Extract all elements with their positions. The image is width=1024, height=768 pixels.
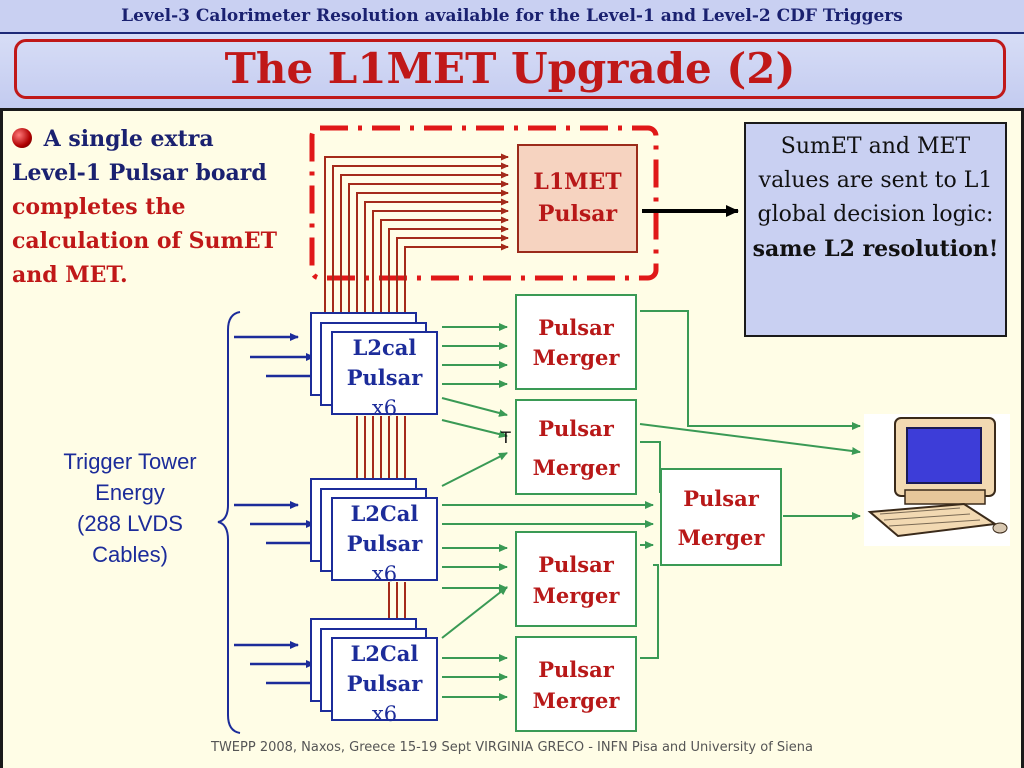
merger-4-line1: Pulsar [538, 552, 614, 577]
trigger-label-line2: Energy [95, 480, 165, 505]
merger-3-line2: Merger [677, 525, 765, 550]
board-3-line1: L2Cal [350, 641, 419, 666]
l2cal-pulsar-board-1: L2cal Pulsar x6 [331, 331, 438, 420]
pulsar-merger-3: Pulsar Merger [660, 468, 782, 566]
trigger-label-line4: Cables) [92, 542, 168, 567]
merger-3-line1: Pulsar [683, 486, 759, 511]
l1met-dashed-frame [309, 125, 659, 281]
bullet-part1: A single extra Level-1 Pulsar board [12, 126, 267, 186]
l2cal-pulsar-board-3: L2Cal Pulsar x6 [331, 637, 438, 726]
info-box-text: SumET and MET values are sent to L1 glob… [757, 134, 994, 227]
board-1-line1: L2cal [352, 335, 417, 360]
trigger-brace [217, 311, 241, 734]
pulsar-merger-4: Pulsar Merger [515, 531, 637, 627]
green-arrows [441, 310, 861, 701]
board-3-mult: x6 [371, 702, 398, 726]
info-box-bold: same L2 resolution! [752, 236, 999, 262]
top-banner: Level-3 Calorimeter Resolution available… [0, 0, 1024, 34]
board-3-line2: Pulsar [346, 671, 423, 696]
board-2-line2: Pulsar [346, 531, 423, 556]
bullet-text: A single extra Level-1 Pulsar board comp… [12, 122, 282, 292]
red-wires-to-l1met [324, 153, 509, 318]
top-banner-text: Level-3 Calorimeter Resolution available… [121, 6, 903, 26]
content-frame [0, 108, 1024, 768]
merger-4-line2: Merger [532, 583, 620, 608]
pulsar-merger-2: Pulsar Merger [515, 399, 637, 495]
merger-2-line1: Pulsar [538, 416, 614, 441]
footer-text: TWEPP 2008, Naxos, Greece 15-19 Sept VIR… [211, 740, 813, 755]
title-bar: The L1MET Upgrade (2) [0, 34, 1024, 108]
board-1-mult: x6 [371, 396, 398, 420]
bullet-part2: completes the calculation of SumET and M… [12, 194, 277, 288]
l2cal-pulsar-board-2: L2Cal Pulsar x6 [331, 497, 438, 586]
merger-5-line2: Merger [532, 688, 620, 713]
bullet-dot-icon [12, 128, 32, 148]
merger-5-line1: Pulsar [538, 657, 614, 682]
merger-2-line2: Merger [532, 455, 620, 480]
l1met-line1: L1MET [533, 169, 622, 195]
merger-1-line2: Merger [532, 345, 620, 370]
text-cursor: T [501, 428, 511, 447]
l1met-line2: Pulsar [537, 201, 618, 227]
trigger-tower-label: Trigger Tower Energy (288 LVDS Cables) [40, 446, 220, 570]
trigger-label-line1: Trigger Tower [63, 449, 197, 474]
board-2-mult: x6 [371, 562, 398, 586]
computer-icon [864, 414, 1010, 546]
pulsar-merger-5: Pulsar Merger [515, 636, 637, 732]
title-box: The L1MET Upgrade (2) [14, 39, 1006, 99]
board-1-line2: Pulsar [346, 365, 423, 390]
board-2-line1: L2Cal [350, 501, 419, 526]
merger-1-line1: Pulsar [538, 315, 614, 340]
l1met-pulsar-box: L1MET Pulsar [517, 144, 638, 253]
pulsar-merger-1: Pulsar Merger [515, 294, 637, 390]
slide-title: The L1MET Upgrade (2) [224, 44, 796, 93]
info-box: SumET and MET values are sent to L1 glob… [744, 122, 1007, 337]
trigger-label-line3: (288 LVDS [77, 511, 183, 536]
